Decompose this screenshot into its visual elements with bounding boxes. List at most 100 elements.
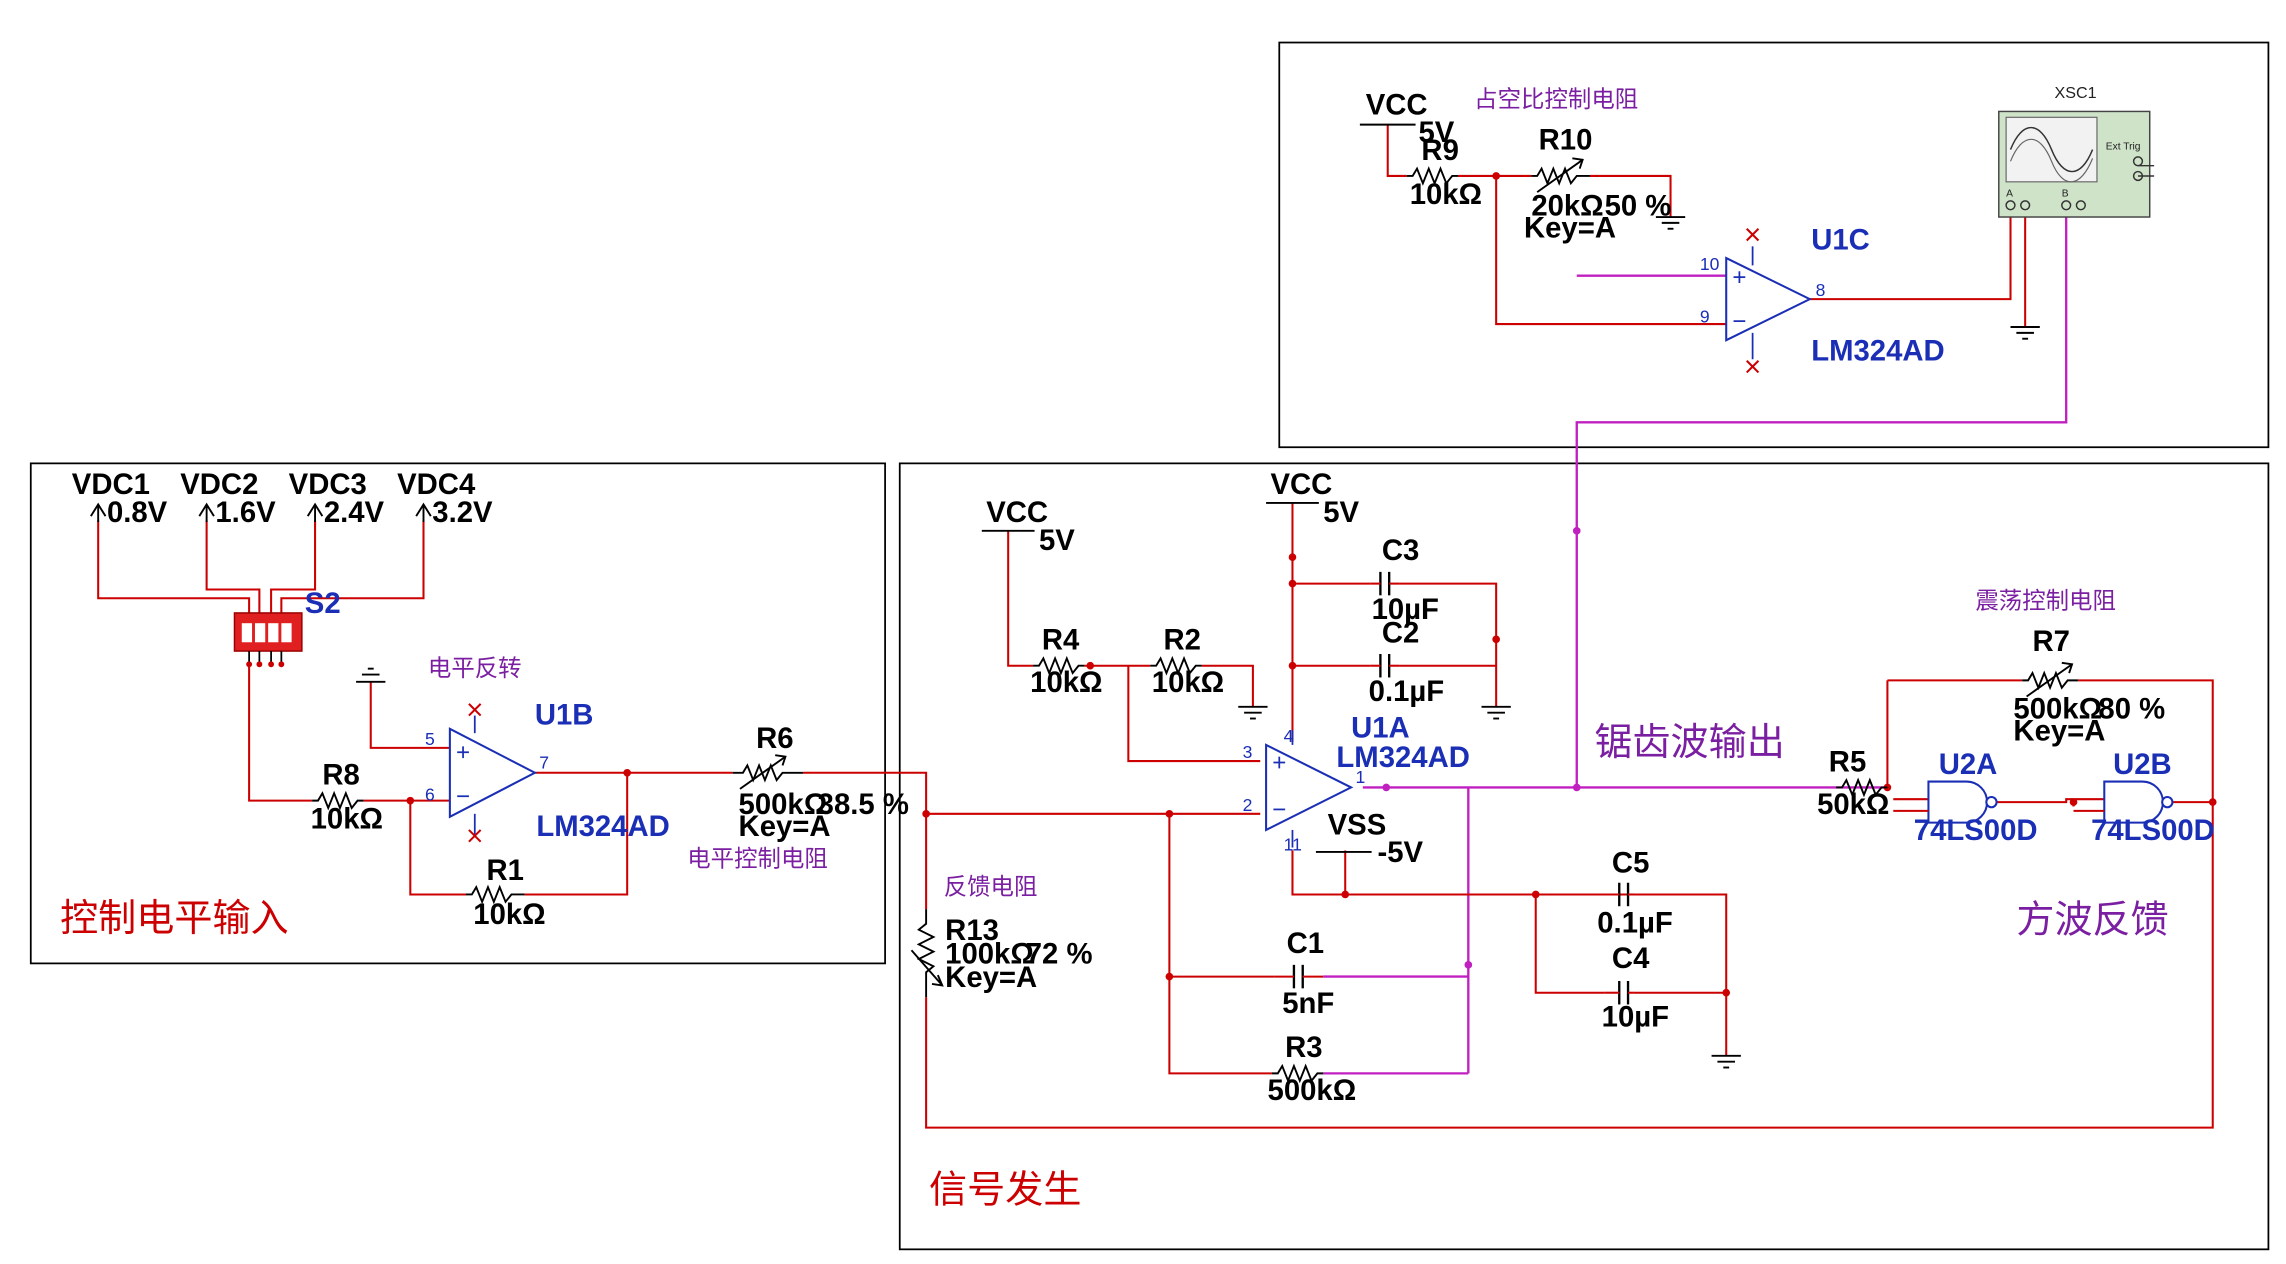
r10-name: R10 [1539, 124, 1593, 157]
u1c-name: U1C [1811, 223, 1870, 256]
ext-trig-label: Ext Trig [2106, 142, 2141, 153]
c4-value: 10µF [1602, 1000, 1669, 1033]
r10-key: Key=A [1524, 212, 1616, 245]
r7-name: R7 [2032, 625, 2069, 658]
u1b-body[interactable] [448, 727, 538, 819]
r7-key: Key=A [2013, 715, 2105, 748]
r7-percent: 80 % [2098, 693, 2165, 726]
ground-symbols [356, 216, 2040, 1069]
duty-cycle-annotation: 占空比控制电阻 [1474, 85, 1638, 113]
c2-value: 0.1µF [1369, 675, 1444, 708]
r1-name: R1 [487, 854, 524, 887]
vdc2-name: VDC2 [180, 468, 258, 501]
r3-value: 500kΩ [1268, 1074, 1357, 1107]
u2b-name: U2B [2113, 748, 2172, 781]
vdc3-value: 2.4V [324, 496, 385, 529]
r6-name: R6 [756, 722, 793, 755]
vdc-arrows [90, 502, 432, 523]
c3-value: 10µF [1372, 593, 1439, 626]
control-level-box [29, 462, 886, 965]
oscilloscope-xsc1[interactable] [1998, 110, 2155, 218]
r8-value: 10kΩ [311, 802, 383, 835]
svg-text:10: 10 [1700, 254, 1720, 274]
vcc-top-name: VCC [1366, 88, 1428, 121]
svg-text:11: 11 [1284, 834, 1302, 854]
r3-name: R3 [1285, 1031, 1322, 1064]
r10-value: 20kΩ [1531, 190, 1603, 223]
signal-generation-box [898, 462, 2270, 1251]
dip-switch-s2[interactable] [233, 612, 303, 668]
u1c-body[interactable] [1725, 256, 1813, 342]
r10-body[interactable] [1531, 166, 1590, 186]
level-control-annotation: 电平控制电阻 [687, 845, 828, 873]
ch-b-label: B [2062, 188, 2069, 199]
r6-percent: 38.5 % [818, 788, 909, 821]
r1-body[interactable] [465, 884, 525, 905]
svg-text:7: 7 [539, 752, 549, 772]
signal-generation-title: 信号发生 [929, 1167, 1081, 1211]
duty-cycle-box [1278, 41, 2270, 449]
c4-name: C4 [1612, 942, 1650, 975]
r4-value: 10kΩ [1030, 666, 1102, 699]
vcc-u1a-name: VCC [1270, 468, 1332, 501]
resistor-symbols [312, 157, 2078, 1084]
svg-text:6: 6 [425, 785, 435, 805]
vdc2-value: 1.6V [215, 496, 276, 529]
s2-label: S2 [305, 587, 341, 620]
c5-name: C5 [1612, 846, 1649, 879]
r8-name: R8 [322, 758, 359, 791]
r4-body[interactable] [1033, 655, 1085, 676]
vss-value: -5V [1377, 836, 1423, 869]
r7-value: 500kΩ [2013, 693, 2102, 726]
r13-value: 100kΩ [945, 937, 1034, 970]
vcc-mid-value: 5V [1039, 524, 1075, 557]
waveform-icon [2009, 127, 2094, 173]
vcc-rails [981, 123, 1416, 853]
r9-body[interactable] [1406, 166, 1459, 186]
c5-value: 0.1µF [1597, 907, 1672, 940]
u1a-part: LM324AD [1336, 741, 1469, 774]
r10-percent: 50 % [1605, 190, 1672, 223]
r3-body[interactable] [1271, 1063, 1324, 1084]
r5-value: 50kΩ [1817, 788, 1889, 821]
sawtooth-annotation: 锯齿波输出 [1594, 720, 1784, 764]
r7-body[interactable] [2022, 670, 2078, 691]
r2-name: R2 [1164, 624, 1201, 657]
svg-text:2: 2 [1243, 795, 1253, 815]
xsc1-name: XSC1 [2054, 84, 2096, 102]
junction-dots [406, 172, 2217, 997]
vcc-mid-name: VCC [986, 496, 1048, 529]
vdc1-name: VDC1 [72, 468, 150, 501]
svg-text:8: 8 [1816, 280, 1826, 300]
ground-icon [1238, 705, 1268, 720]
r13-name: R13 [945, 914, 999, 947]
control-level-title: 控制电平输入 [60, 896, 289, 940]
feedback-annotation: 反馈电阻 [944, 872, 1038, 900]
vdc4-name: VDC4 [397, 468, 476, 501]
vdc1-value: 0.8V [107, 496, 168, 529]
vcc-u1a-value: 5V [1323, 496, 1359, 529]
r13-body[interactable] [916, 909, 936, 998]
svg-text:5: 5 [425, 729, 435, 749]
labels: VDC1 0.8V VDC2 1.6V VDC3 2.4V VDC4 3.2V … [72, 84, 2215, 1107]
square-wave-annotation: 方波反馈 [2016, 898, 2168, 942]
oscillation-annotation: 震荡控制电阻 [1975, 587, 2116, 615]
no-connect-marks [468, 228, 1760, 843]
r4-name: R4 [1042, 624, 1080, 657]
r1-value: 10kΩ [473, 898, 545, 931]
c1-body[interactable] [1292, 964, 1304, 989]
u1a-body[interactable] [1265, 743, 1354, 832]
r6-value: 500kΩ [739, 788, 828, 821]
r6-body[interactable] [732, 762, 804, 783]
r13-key: Key=A [945, 961, 1037, 994]
r5-body[interactable] [1836, 777, 1888, 798]
r8-body[interactable] [312, 790, 364, 811]
u2b-part: 74LS00D [2091, 814, 2215, 847]
nand-gates [1927, 780, 2174, 824]
ground-icon [1481, 705, 1511, 720]
ground-icon [2010, 326, 2040, 340]
svg-text:1: 1 [1355, 767, 1365, 787]
opamp-symbols [448, 256, 1813, 832]
ground-icon [1655, 216, 1686, 230]
r2-body[interactable] [1150, 655, 1202, 676]
